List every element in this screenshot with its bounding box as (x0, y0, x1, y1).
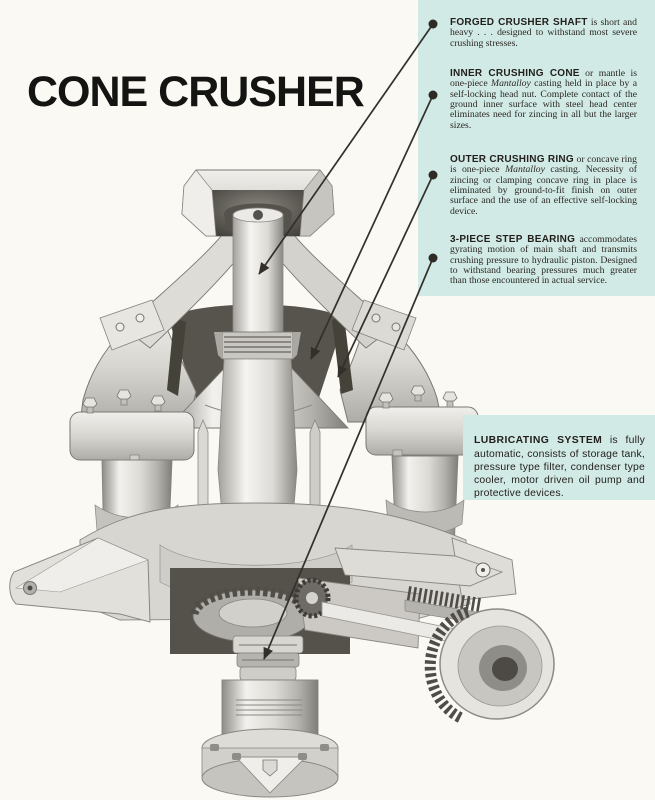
page-title: CONE CRUSHER (27, 67, 365, 116)
head-nut-threads (214, 331, 301, 360)
annotation-outer-crushing-ring: OUTER CRUSHING RING or concave ring is o… (450, 153, 638, 217)
annotation-forged-crusher-shaft: FORGED CRUSHER SHAFT is short and heavy … (450, 16, 637, 49)
bevel-gear (189, 586, 314, 643)
annotation-body: is short and heavy . . . designed to wit… (450, 16, 637, 49)
annotation-inner-crushing-cone: INNER CRUSHING CONE or mantle is one-pie… (450, 67, 637, 131)
annotation-body: accommodates gyrating motion of main sha… (450, 233, 638, 287)
annotation-heading: OUTER CRUSHING RING (450, 153, 574, 165)
callout-text: LUBRICATING SYSTEM is fully automatic, c… (474, 434, 645, 500)
callout-body: is fully automatic, consists of storage … (474, 435, 645, 500)
annotation-body: or concave ring is one-piece (450, 153, 637, 176)
annotation-panel: FORGED CRUSHER SHAFT is short and heavy … (418, 0, 655, 296)
lubricating-system-callout: LUBRICATING SYSTEM is fully automatic, c… (463, 415, 655, 500)
callout-heading: LUBRICATING SYSTEM (474, 435, 603, 447)
step-bearing (232, 635, 304, 681)
annotation-heading: 3-PIECE STEP BEARING (450, 233, 576, 245)
annotation-heading: INNER CRUSHING CONE (450, 67, 580, 79)
annotation-heading: FORGED CRUSHER SHAFT (450, 16, 588, 28)
main-shaft (232, 207, 284, 335)
annotation-step-bearing: 3-PIECE STEP BEARING accommodates gyrati… (450, 233, 638, 287)
hydraulic-cylinder (201, 679, 339, 798)
annotation-body: or mantle is one-piece (450, 67, 637, 90)
